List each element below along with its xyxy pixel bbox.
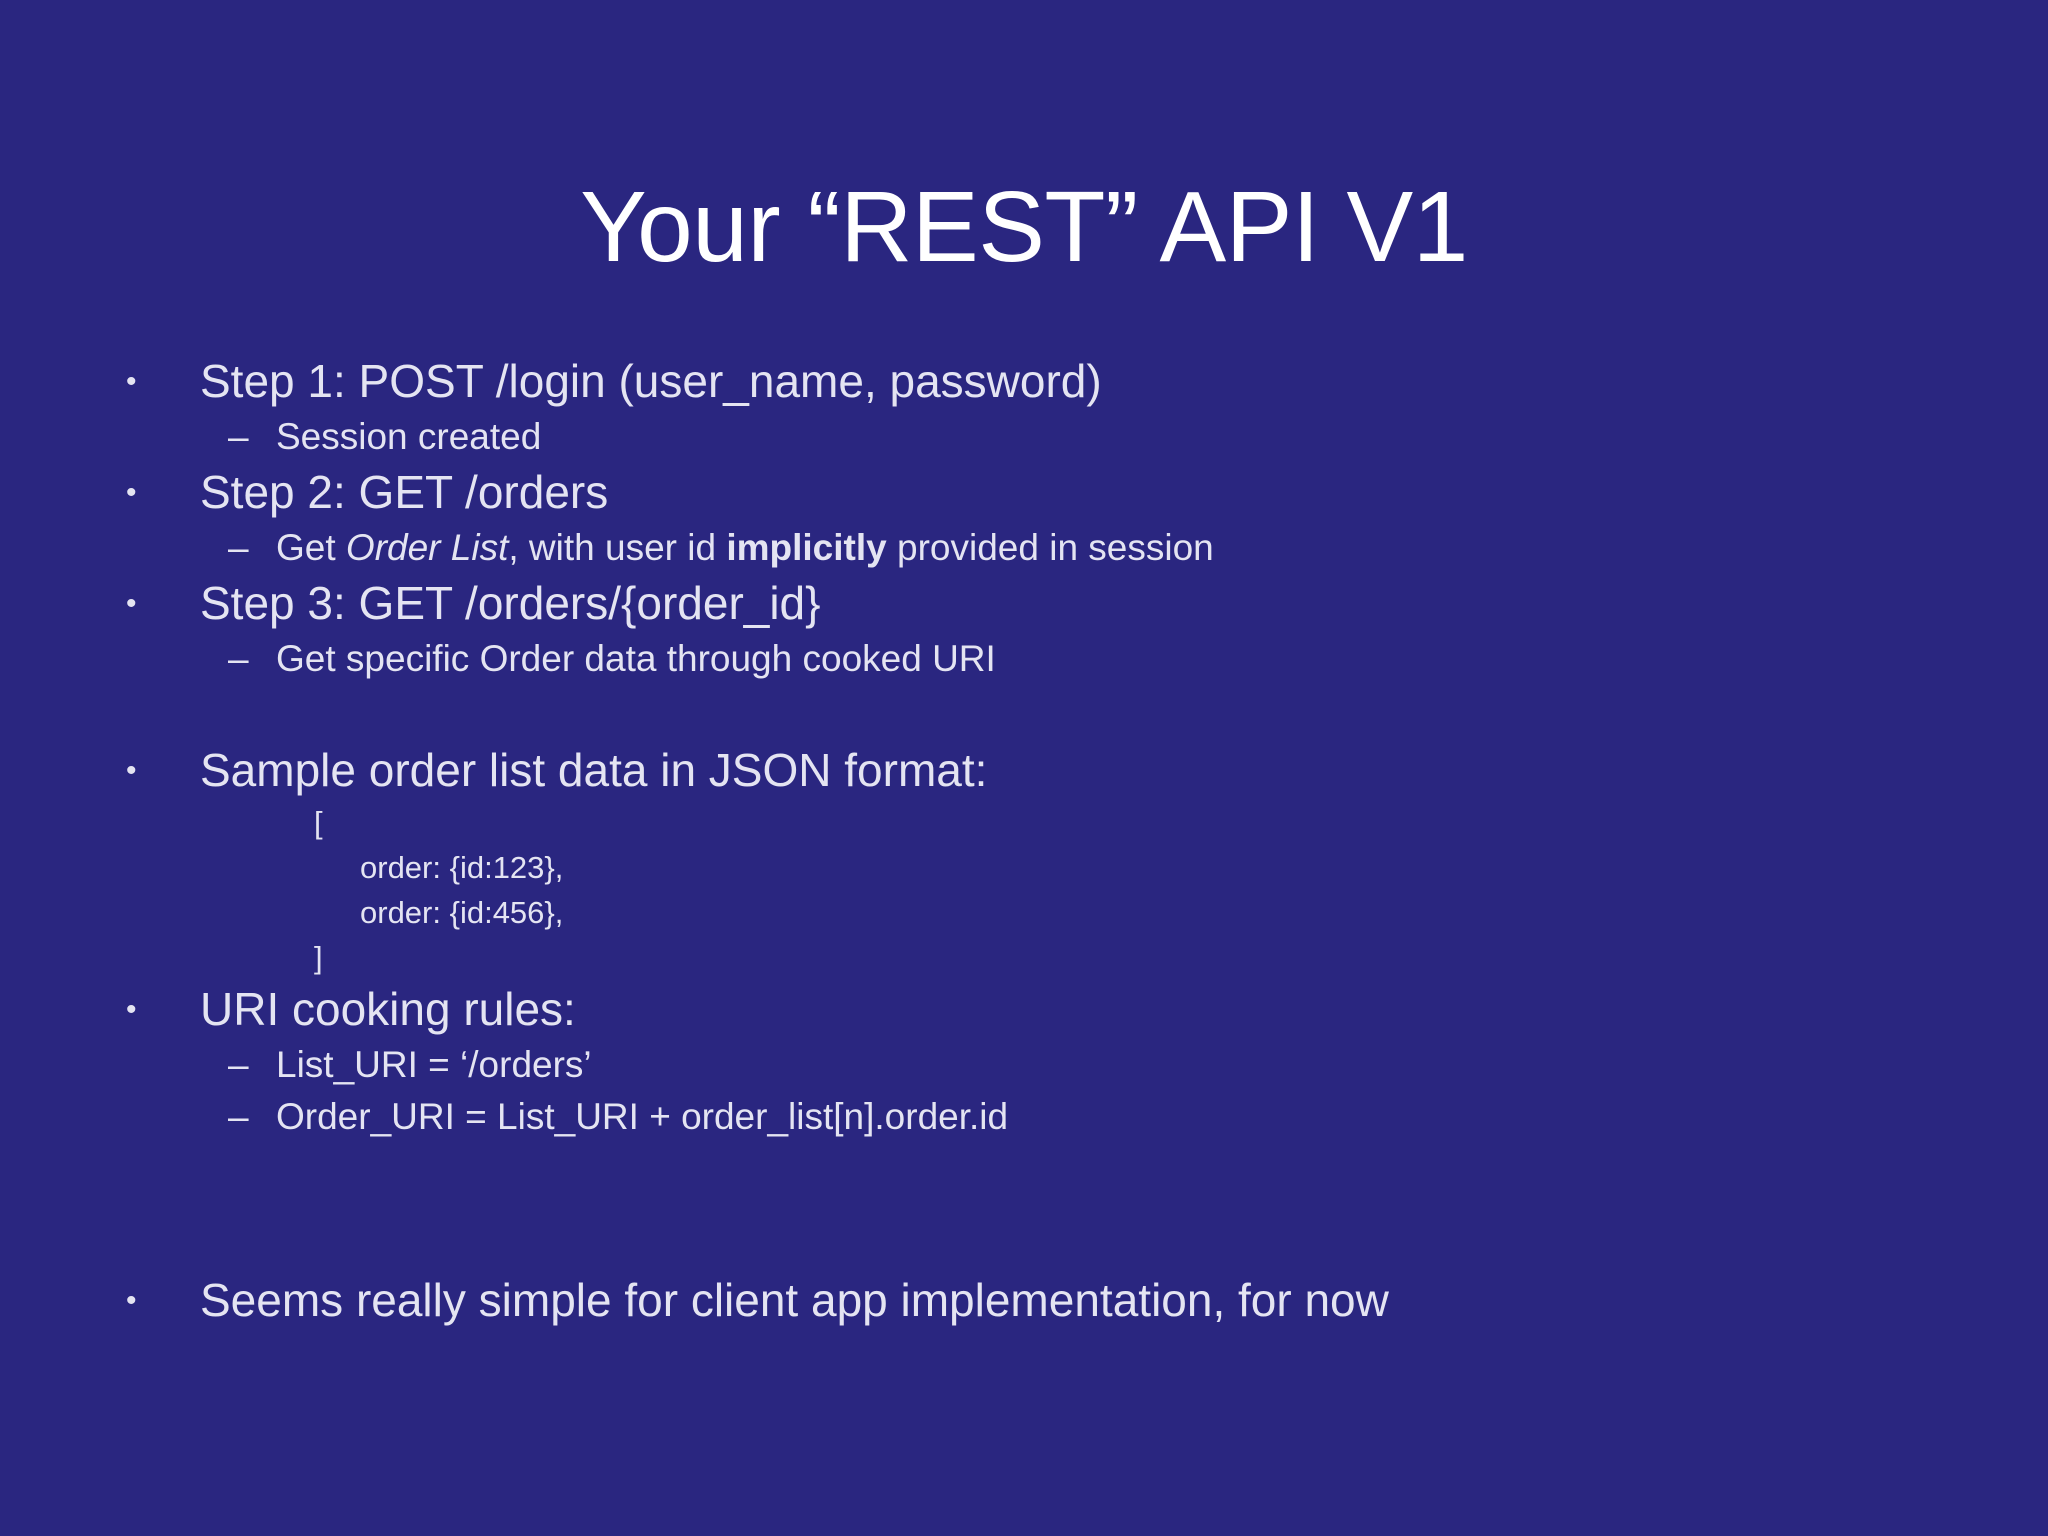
bullet-uri-cooking-rules-label: URI cooking rules: [200,983,576,1035]
spacer [118,1143,1978,1271]
sub-bullet-order-list-strong: implicitly [726,527,887,568]
bullet-step-3-label: Step 3: GET /orders/{order_id} [200,577,821,629]
sub-bullet-session-created: – Session created [118,411,1978,463]
dash-icon: – [228,527,249,568]
dash-icon: – [228,1096,249,1137]
bullet-step-2-label: Step 2: GET /orders [200,466,609,518]
bullet-dot-icon: • [126,365,137,398]
slide-body: • Step 1: POST /login (user_name, passwo… [118,352,1978,1330]
sub-bullet-order-list-part-2: , with user id [508,527,727,568]
bullet-dot-icon: • [126,1284,137,1317]
bullet-sample-json-label: Sample order list data in JSON format: [200,744,988,796]
bullet-step-3: • Step 3: GET /orders/{order_id} [118,574,1978,633]
page-title: Your “REST” API V1 [580,171,1468,283]
dash-icon: – [228,416,249,457]
bullet-dot-icon: • [126,754,137,787]
sub-bullet-order-list-emphasis: Order List [345,527,509,568]
sub-bullet-order-list-part-1: Get [276,527,346,568]
sub-bullet-cooked-uri: – Get specific Order data through cooked… [118,633,1978,685]
dash-icon: – [228,638,249,679]
bullet-dot-icon: • [126,476,137,509]
sub-bullet-list-uri-rule-label: List_URI = ‘/orders’ [276,1044,592,1085]
sub-bullet-order-uri-rule: – Order_URI = List_URI + order_list[n].o… [118,1091,1978,1143]
sub-bullet-session-created-label: Session created [276,416,542,457]
bullet-step-1-label: Step 1: POST /login (user_name, password… [200,355,1102,407]
sub-bullet-order-uri-rule-label: Order_URI = List_URI + order_list[n].ord… [276,1096,1009,1137]
json-open-bracket: [ [314,805,323,840]
json-order-line-1: order: {id:123}, [360,850,564,885]
dash-icon: – [228,1044,249,1085]
json-order-line-2: order: {id:456}, [360,895,564,930]
bullet-closing-remark-label: Seems really simple for client app imple… [200,1274,1389,1326]
spacer [118,685,1978,741]
sub-bullet-cooked-uri-label: Get specific Order data through cooked U… [276,638,996,679]
bullet-uri-cooking-rules: • URI cooking rules: [118,980,1978,1039]
bullet-step-2: • Step 2: GET /orders [118,463,1978,522]
bullet-closing-remark: • Seems really simple for client app imp… [118,1271,1978,1330]
bullet-dot-icon: • [126,993,137,1026]
sub-bullet-order-list: – Get Order List, with user id implicitl… [118,522,1978,574]
bullet-step-1: • Step 1: POST /login (user_name, passwo… [118,352,1978,411]
bullet-sample-json: • Sample order list data in JSON format: [118,741,1978,800]
sub-bullet-list-uri-rule: – List_URI = ‘/orders’ [118,1039,1978,1091]
bullet-dot-icon: • [126,587,137,620]
sub-bullet-order-list-part-3: provided in session [886,527,1214,568]
json-close-bracket: ] [314,940,323,975]
